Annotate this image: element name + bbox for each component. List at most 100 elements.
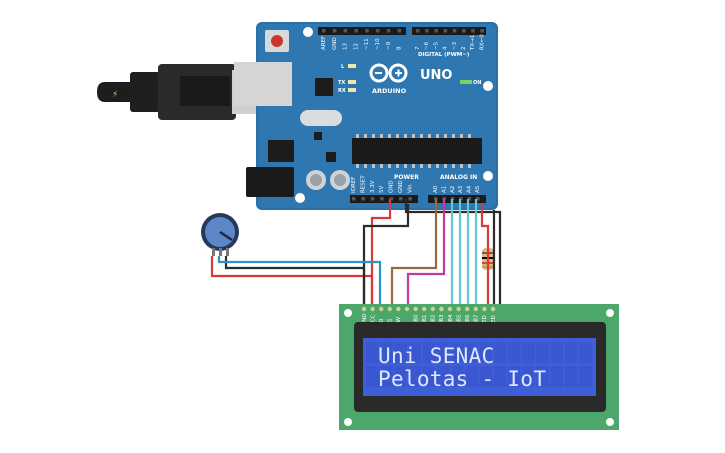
digital-pin[interactable] (354, 29, 358, 33)
digital-pin[interactable] (471, 29, 475, 33)
digital-pin[interactable] (332, 29, 337, 33)
lcd-pin-label: DB6 (465, 314, 471, 326)
lcd-char-cell (437, 366, 450, 387)
lcd-pin[interactable] (422, 306, 427, 312)
lcd-pin[interactable] (465, 306, 470, 312)
arduino-board: L TX RX ON UNO ARDUINO DIGITAL (PWM~) PO… (234, 22, 498, 210)
arduino-logo-icon (369, 63, 408, 83)
lcd-char-cell (479, 342, 493, 363)
digital-pin[interactable] (397, 29, 402, 33)
lcd-char-cell (536, 366, 549, 387)
power-pin[interactable] (352, 197, 356, 201)
digital-pin-label: 7 (415, 46, 421, 50)
lcd-pin-label: DB3 (439, 314, 445, 326)
lcd-char-cell (536, 342, 549, 363)
power-pin[interactable] (361, 197, 365, 201)
lcd-char-cell (493, 366, 507, 387)
lcd-pin-label: DB4 (448, 314, 454, 326)
lcd-char-cell (366, 366, 379, 387)
led-rx-label: RX (338, 88, 346, 94)
lcd-pin-label: DB1 (422, 314, 428, 326)
lcd-char-cell (579, 342, 592, 363)
lcd-pin[interactable] (473, 306, 478, 312)
power-pin-label: RESET (360, 175, 366, 193)
lcd-char-cell (394, 342, 407, 363)
lcd-pin[interactable] (490, 306, 496, 312)
lcd-char-cell (579, 366, 592, 387)
digital-pin[interactable] (416, 29, 420, 33)
power-pin[interactable] (370, 197, 375, 201)
lcd-pin[interactable] (387, 306, 392, 312)
digital-pin-label: ~6 (424, 41, 430, 50)
digital-pin[interactable] (462, 29, 466, 33)
digital-pin[interactable] (343, 29, 348, 33)
analog-pin-label: A2 (450, 186, 456, 193)
digital-header-label: DIGITAL (PWM~) (418, 52, 470, 58)
lcd-pin-label: DB5 (456, 314, 462, 326)
lcd-pin[interactable] (482, 306, 487, 312)
digital-pin[interactable] (322, 29, 326, 33)
digital-pin-label: AREF (321, 36, 327, 50)
lcd-pin-label: RW (396, 316, 402, 326)
lcd-pin-label: VCC (370, 314, 376, 326)
digital-pin-label: TX→1 (470, 35, 476, 51)
power-pin[interactable] (380, 197, 384, 201)
digital-pin-label: 8 (397, 46, 403, 50)
lcd-char-cell (550, 342, 564, 363)
digital-pin-label: ~11 (364, 38, 370, 50)
on-led-label: ON (473, 80, 481, 86)
lcd-module: GNDVCCV0RSRWEDB0DB1DB2DB3DB4DB5DB6DB7LED… (339, 304, 619, 430)
power-pin-label: 5V (379, 186, 385, 193)
lcd-pin-label: DB7 (474, 314, 480, 326)
power-pin-label: GND (398, 180, 404, 193)
lcd-line-1: Uni SENAC (378, 344, 495, 368)
lcd-pin[interactable] (370, 306, 375, 312)
analog-pin[interactable] (467, 197, 472, 201)
lcd-pin[interactable] (447, 306, 453, 312)
wire-pot-black (224, 256, 366, 306)
lcd-char-cell (522, 366, 535, 387)
lcd-pin[interactable] (413, 306, 418, 312)
lcd-pin-label: LED (482, 315, 488, 326)
digital-pin[interactable] (365, 29, 369, 33)
power-pin[interactable] (389, 197, 394, 201)
lcd-pin[interactable] (396, 306, 401, 312)
analog-header (428, 195, 486, 203)
wires (210, 199, 502, 306)
lcd-pin-label: GND (362, 313, 368, 326)
power-header-label: POWER (394, 174, 419, 181)
digital-pin[interactable] (386, 29, 391, 33)
digital-pin[interactable] (376, 29, 380, 33)
digital-pin[interactable] (434, 29, 438, 33)
potentiometer[interactable] (201, 213, 239, 256)
lcd-pin[interactable] (404, 306, 410, 312)
digital-pin[interactable] (443, 29, 448, 33)
analog-pin[interactable] (459, 197, 463, 201)
digital-pin[interactable] (425, 29, 429, 33)
digital-pin[interactable] (452, 29, 457, 33)
analog-pin[interactable] (442, 197, 446, 201)
power-jack (246, 167, 294, 197)
analog-pin-label: A1 (441, 186, 447, 193)
lcd-char-cell (564, 366, 578, 387)
lcd-pin[interactable] (379, 306, 384, 312)
lcd-pin[interactable] (361, 306, 367, 312)
digital-pin-label: 12 (353, 43, 359, 50)
power-pin[interactable] (408, 197, 412, 201)
lcd-pin[interactable] (439, 306, 444, 312)
wire-led-red (480, 204, 490, 306)
analog-pin[interactable] (450, 197, 455, 201)
usb-port (234, 62, 292, 106)
lcd-pin[interactable] (456, 306, 461, 312)
power-pin[interactable] (399, 197, 403, 201)
lcd-char-cell (479, 366, 493, 387)
lcd-char-cell (451, 366, 464, 387)
lcd-char-cell (508, 342, 521, 363)
wire-gnd-lcd (362, 204, 410, 306)
lcd-pin[interactable] (430, 306, 435, 312)
analog-pin[interactable] (434, 197, 438, 201)
analog-pin-label: A0 (433, 185, 439, 193)
digital-pin[interactable] (480, 29, 484, 33)
analog-pin[interactable] (476, 197, 480, 201)
digital-pin-label: RX←0 (479, 34, 485, 50)
